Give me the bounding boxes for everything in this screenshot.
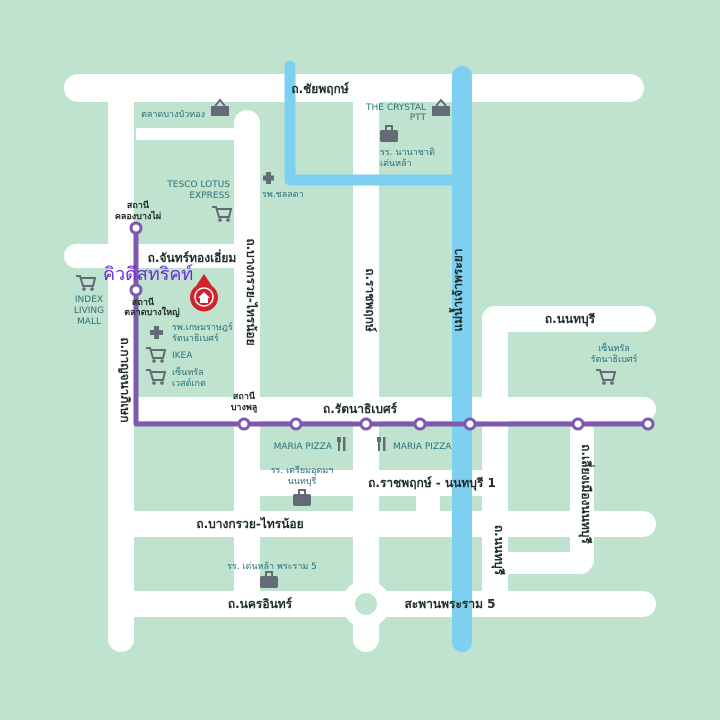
school-bag-icon [380, 125, 398, 142]
school-bag-icon [293, 489, 311, 506]
road-label-nakhon-in: ถ.นครอินทร์ [228, 597, 293, 611]
station-dot [413, 417, 427, 431]
hospital-cross-icon [263, 172, 274, 184]
shopping-cart-icon [146, 369, 167, 385]
poi-kasemrad-1: รพ.เกษมราษฎร์ [172, 321, 233, 333]
brand-label: คิวดีสทริคท์ [103, 264, 193, 285]
basket-icon [211, 98, 229, 116]
road-kanchana-left [108, 74, 134, 652]
station-label-bangyai-1: สถานี [132, 297, 155, 308]
road-label-chan: ถ.จันทร์ทองเอี่ยม [148, 249, 237, 265]
road-bangkruai-horizontal [108, 511, 656, 537]
road-nonthaburi-top [482, 306, 656, 332]
home-pin-icon [190, 274, 218, 312]
shopping-cart-icon [212, 206, 233, 222]
poi-index-1: INDEX [75, 295, 103, 305]
poi-central-rattanathibet-2: รัตนาธิเบศร์ [591, 353, 638, 365]
poi-westgate-2: เวสต์เกต [172, 377, 206, 389]
station-dot [571, 417, 585, 431]
road-label-nonthaburi-top: ถ.นนทบุรี [545, 312, 596, 327]
poi-school-triam-1: รร. เตรียมอุดมฯ [271, 465, 334, 476]
station-label-bangyai-2: ตลาดบางใหญ่ [124, 306, 180, 318]
road-small-top [136, 128, 234, 140]
poi-school-triam-2: นนทบุรี [288, 476, 317, 487]
station-dot [289, 417, 303, 431]
station-dot [463, 417, 477, 431]
poi-central-rattanathibet-1: เซ็นทรัล [598, 341, 630, 354]
road-connector [416, 496, 440, 536]
station-talad-bang-yai [129, 283, 143, 297]
road-label-ratchaphruek: ถ.ราชพฤกษ์ [363, 268, 377, 332]
road-label-bangkruai-horizontal: ถ.บางกรวย-ไทรน้อย [196, 516, 303, 531]
fork-knife-icon [377, 437, 386, 451]
basket-icon [432, 98, 450, 116]
road-network [64, 74, 656, 652]
road-label-kanchana: ถ.กาญจนาภิเษก [118, 337, 132, 422]
shopping-cart-icon [76, 275, 97, 291]
canal [284, 60, 466, 186]
poi-ikea: IKEA [172, 351, 193, 361]
poi-hospital-chonlada: รพ.ชลลดา [262, 190, 304, 200]
poi-school-denla: รร. เด่นหล้า พระราม 5 [227, 561, 317, 572]
station-bang-phlu [237, 417, 251, 431]
road-liang-mueang [570, 420, 594, 572]
rail-stations [129, 221, 655, 431]
road-nonthaburi-vertical [482, 306, 508, 616]
station-dot [359, 417, 373, 431]
station-label-khlong-1: สถานี [127, 200, 150, 211]
poi-school-international-2: เด่นหล้า [380, 158, 412, 169]
poi-crystal-2: PTT [410, 113, 427, 123]
road-label-bangkruai-vertical: ถ.บางกรวย-ไทรน้อย [244, 238, 259, 345]
station-khlong-bang-phai [129, 221, 143, 235]
poi-westgate-1: เซ็นทรัล [172, 365, 204, 378]
road-ratchaphruek-vertical [353, 74, 379, 652]
road-label-top: ถ.ชัยพฤกษ์ [291, 82, 349, 96]
poi-tesco-1: TESCO LOTUS [166, 180, 230, 190]
station-dot [641, 417, 655, 431]
poi-index-2: LIVING [74, 306, 104, 316]
road-rattanathibet [108, 397, 656, 421]
poi-tesco-2: EXPRESS [189, 191, 230, 201]
station-label-khlong-2: คลองบางไผ่ [115, 210, 161, 222]
shopping-cart-icon [146, 347, 167, 363]
poi-index-3: MALL [77, 317, 101, 327]
hospital-cross-icon [150, 326, 163, 339]
poi-maria-pizza-2: MARIA PIZZA [393, 442, 452, 452]
poi-market-bua-thong: ตลาดบางบัวทอง [141, 110, 205, 120]
shopping-cart-icon [596, 369, 617, 385]
road-chan [64, 244, 248, 268]
poi-maria-pizza-1: MARIA PIZZA [274, 442, 333, 452]
road-label-rattanathibet: ถ.รัตนาธิเบศร์ [323, 402, 398, 416]
station-label-bangphlu-2: บางพลู [231, 403, 258, 413]
poi-school-international-1: รร. นานาชาติ [380, 147, 435, 158]
fork-knife-icon [337, 437, 346, 451]
poi-kasemrad-2: รัตนาธิเบศร์ [172, 332, 219, 344]
river-label: แม่น้ำเจ้าพระยา [448, 248, 465, 331]
station-label-bangphlu-1: สถานี [233, 391, 256, 402]
roundabout-center [355, 593, 377, 615]
river [452, 66, 472, 652]
poi-crystal-1: THE CRYSTAL [365, 103, 426, 113]
road-liang-bottom [496, 552, 592, 574]
road-label-nonthaburi-vertical: ถ.นนทบุรี [491, 525, 506, 576]
road-label-liang-mueang: ถ.เลี่ยงเมืองนนทบุรี [578, 444, 595, 544]
road-label-bridge: สะพานพระราม 5 [404, 597, 495, 611]
school-bag-icon [260, 571, 278, 588]
road-label-ratchaphruek-nonthaburi: ถ.ราชพฤกษ์ - นนทบุรี 1 [368, 476, 496, 491]
road-bangkruai-vertical [234, 110, 260, 610]
